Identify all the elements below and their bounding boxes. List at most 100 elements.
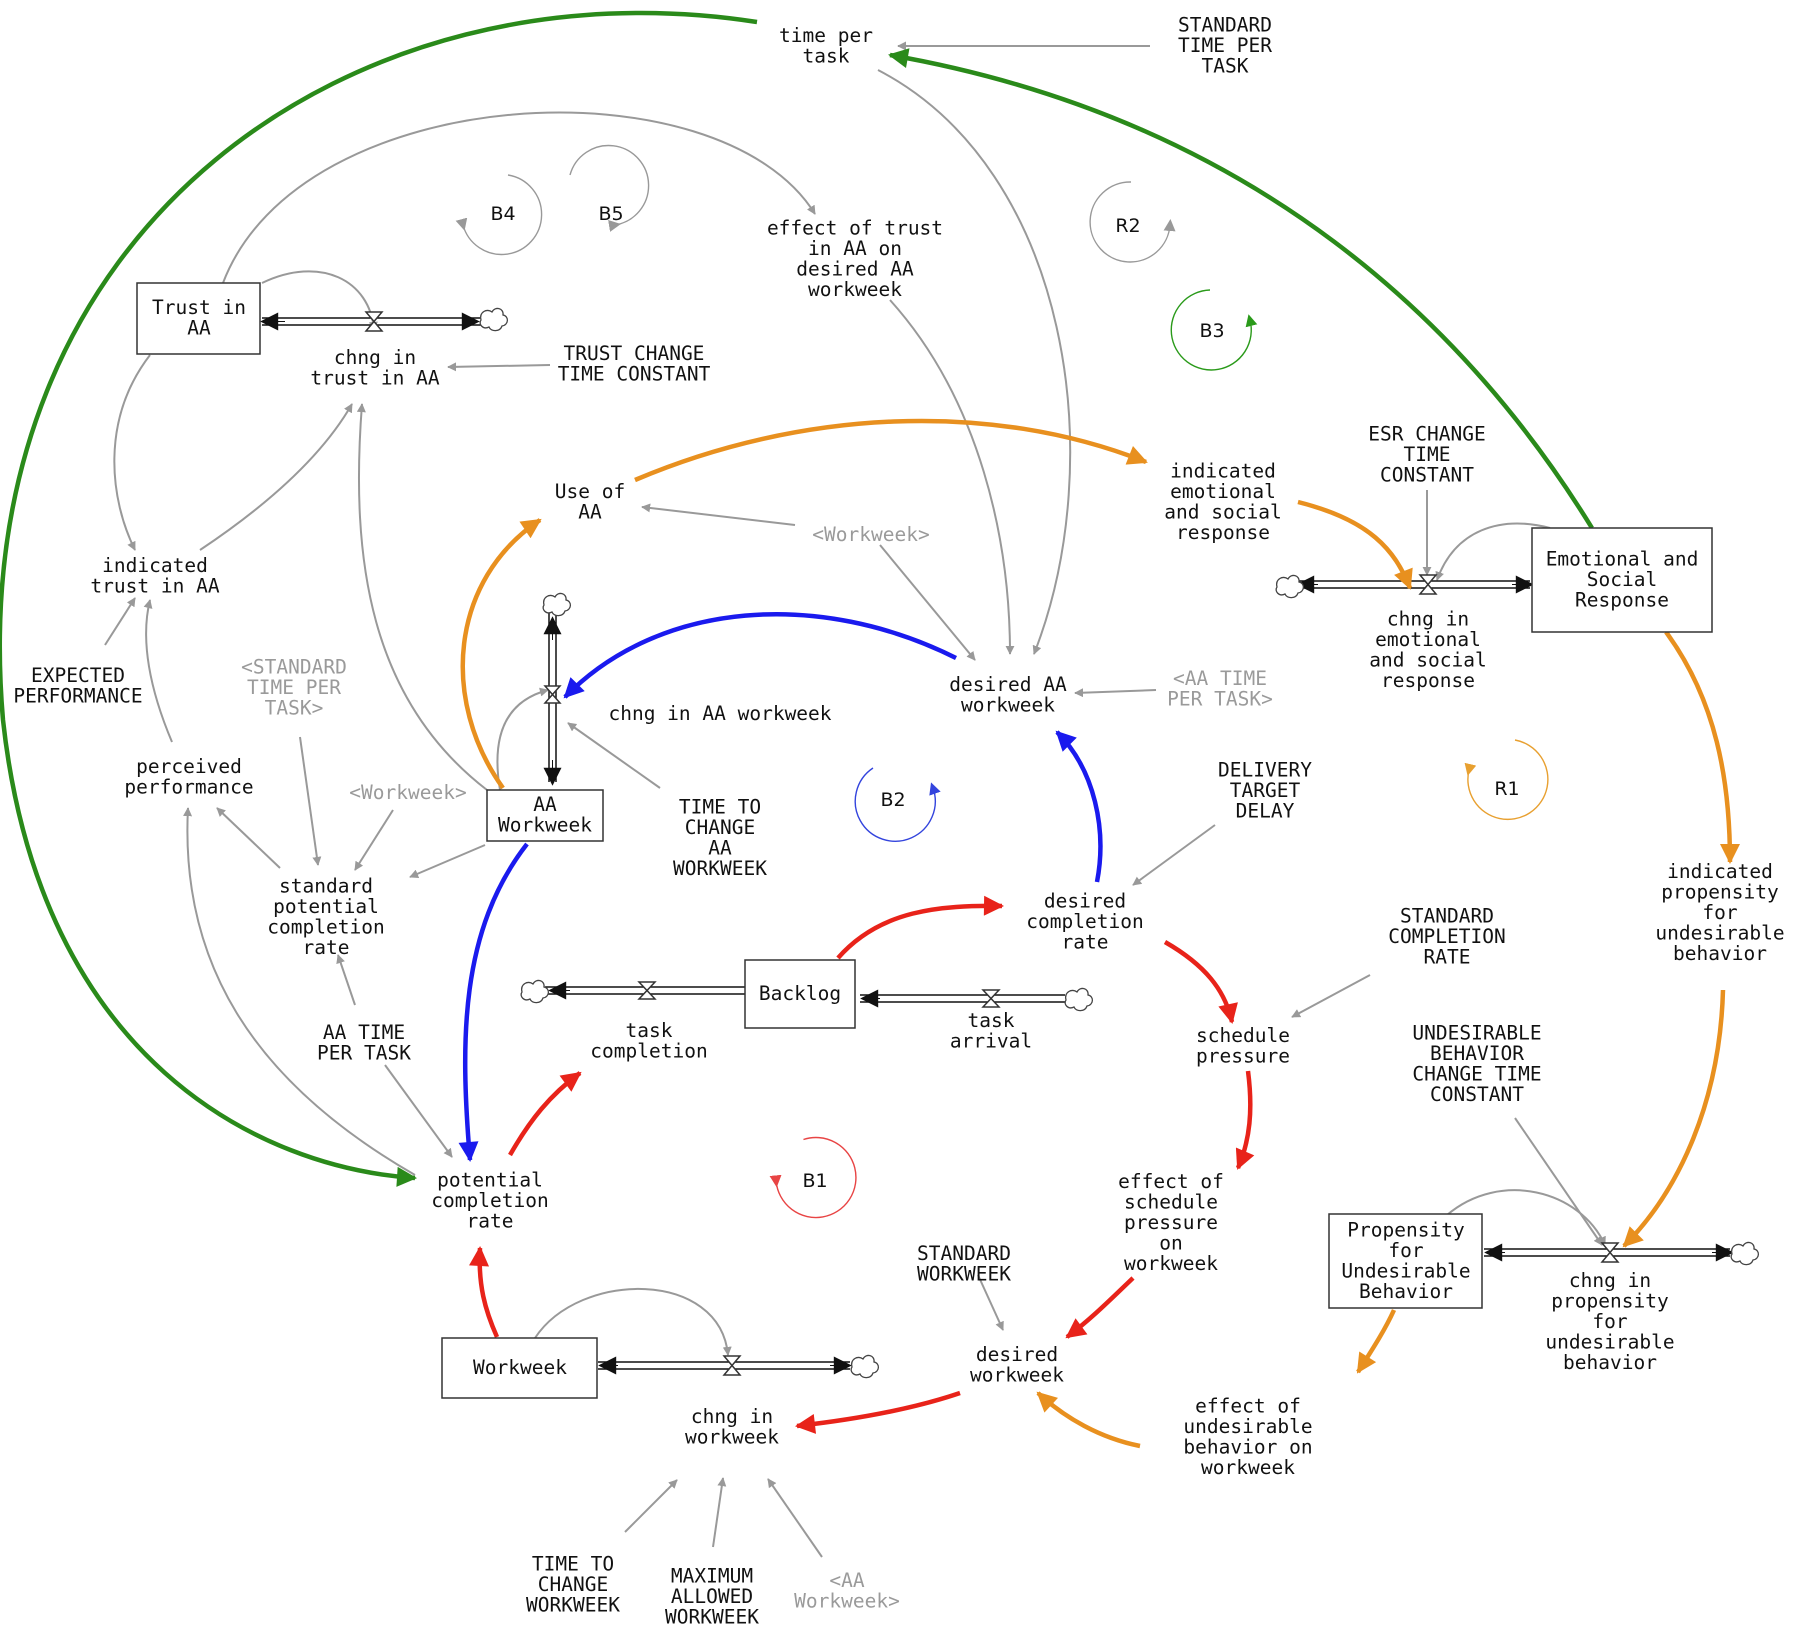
cloud-icon-trust (479, 307, 509, 332)
cloud-icon-esr (1275, 574, 1305, 599)
link-effect-of-trust-to-desired-aa-workweek (889, 299, 1015, 655)
stock-box-trust-in-aa (136, 282, 261, 355)
link-workweek-to-chng-workweek (534, 1288, 732, 1356)
link-standard-time-shadow-to-standard-potential (299, 736, 322, 866)
link-workweek-shadow-to-desired-aa-workweek (879, 544, 976, 661)
cloud-icon-workweek (850, 1354, 880, 1379)
loop-b4-arc (455, 174, 543, 256)
link-esr-to-indicated-pub (1664, 630, 1740, 864)
link-time-per-task-to-potential-completion (0, 10, 758, 1187)
flow-valves (364, 311, 1620, 1376)
link-aa-workweek-to-potential-completion (458, 842, 529, 1162)
label-workweek: Workweek (473, 1356, 567, 1379)
cloud-icon-aa-workweek (542, 592, 572, 617)
link-workweek-to-potential-completion (469, 1246, 500, 1338)
loop-b2-arc (854, 767, 941, 842)
link-pub-to-effect-undesirable (1356, 1309, 1397, 1374)
link-workweek-shadow-to-use-of-aa (641, 503, 796, 526)
loop-label-b5: B5 (598, 203, 623, 225)
link-trust-change-constant-to-chng-trust (447, 362, 551, 372)
loop-b3-arc (1170, 289, 1258, 371)
label-workweek-1: <Workweek> (812, 523, 929, 546)
source-sink-clouds (479, 307, 1760, 1379)
link-aa-workweek-to-chng-aa-workweek (496, 687, 549, 791)
link-aa-workweek-shadow-to-chng-ww (767, 1478, 823, 1558)
valve-icon-aa-workweek (543, 685, 562, 704)
cloud-icon-task-completion (520, 979, 550, 1004)
link-aa-time-to-standard-potential (336, 954, 356, 1006)
valve-icon-workweek (722, 1355, 742, 1376)
link-standard-workweek-to-desired-workweek (977, 1274, 1004, 1331)
link-indicated-esr-to-chng-esr (1297, 499, 1413, 590)
esr-flow-pipe (1298, 580, 1530, 589)
stock-box-aa-workweek (486, 789, 604, 842)
loop-b1-arc (769, 1136, 857, 1219)
link-backlog-to-desired-completion (836, 895, 1004, 960)
loop-label-b1: B1 (802, 1170, 827, 1192)
link-aa-workweek-to-standard-potential (409, 844, 486, 878)
green-links (0, 10, 1594, 1187)
link-esr-to-chng-esr (1435, 522, 1551, 581)
aa-workweek-flow-pipe (548, 612, 557, 782)
link-trust-to-indicated-trust (113, 354, 151, 551)
loop-r2-arc (1089, 181, 1176, 263)
task-arrival-pipe (860, 994, 1065, 1003)
link-ub-constant-to-chng-pub (1514, 1117, 1603, 1246)
link-indicated-trust-to-chng-trust (199, 403, 353, 551)
valve-icon-task-completion (637, 981, 657, 1000)
loop-r1-arc (1464, 739, 1549, 821)
valve-icon-trust (364, 311, 384, 332)
link-delivery-target-to-desired-completion (1132, 824, 1216, 886)
link-standard-completion-to-schedule-pressure (1291, 974, 1371, 1018)
link-indicated-pub-to-chng-pub (1622, 989, 1726, 1248)
stock-box-emotional-and-social-response (1531, 527, 1713, 633)
orange-links (460, 418, 1740, 1449)
loop-label-r1: R1 (1494, 778, 1519, 800)
link-schedule-pressure-to-effect (1235, 1070, 1255, 1170)
link-time-to-change-ww-to-chng-ww (624, 1479, 678, 1533)
link-effect-schedule-to-desired-workweek (1065, 1276, 1135, 1339)
loop-label-b2: B2 (880, 789, 905, 811)
link-effect-undesirable-to-desired-workweek (1036, 1391, 1141, 1449)
label-chng-in-aa-workweek: chng in AA workweek (608, 702, 831, 725)
information-links (104, 41, 1606, 1558)
label-workweek-2: <Workweek> (349, 781, 466, 804)
stock-box-backlog (744, 959, 856, 1029)
link-pub-to-chng-pub (1446, 1189, 1606, 1246)
link-desired-aa-workweek-to-chng-aa (563, 612, 958, 699)
link-potential-to-perceived (183, 807, 416, 1176)
workweek-flow-pipe (598, 1361, 850, 1370)
stock-box-propensity (1328, 1213, 1483, 1309)
red-links (469, 895, 1255, 1434)
valve-icon-esr (1418, 574, 1438, 595)
stock-boxes (136, 282, 1713, 1399)
link-trust-to-effect-of-trust (222, 111, 816, 284)
link-standard-potential-to-perceived (216, 807, 281, 869)
loop-b5-arc (569, 144, 650, 232)
link-use-of-aa-to-indicated-esr (634, 418, 1148, 483)
